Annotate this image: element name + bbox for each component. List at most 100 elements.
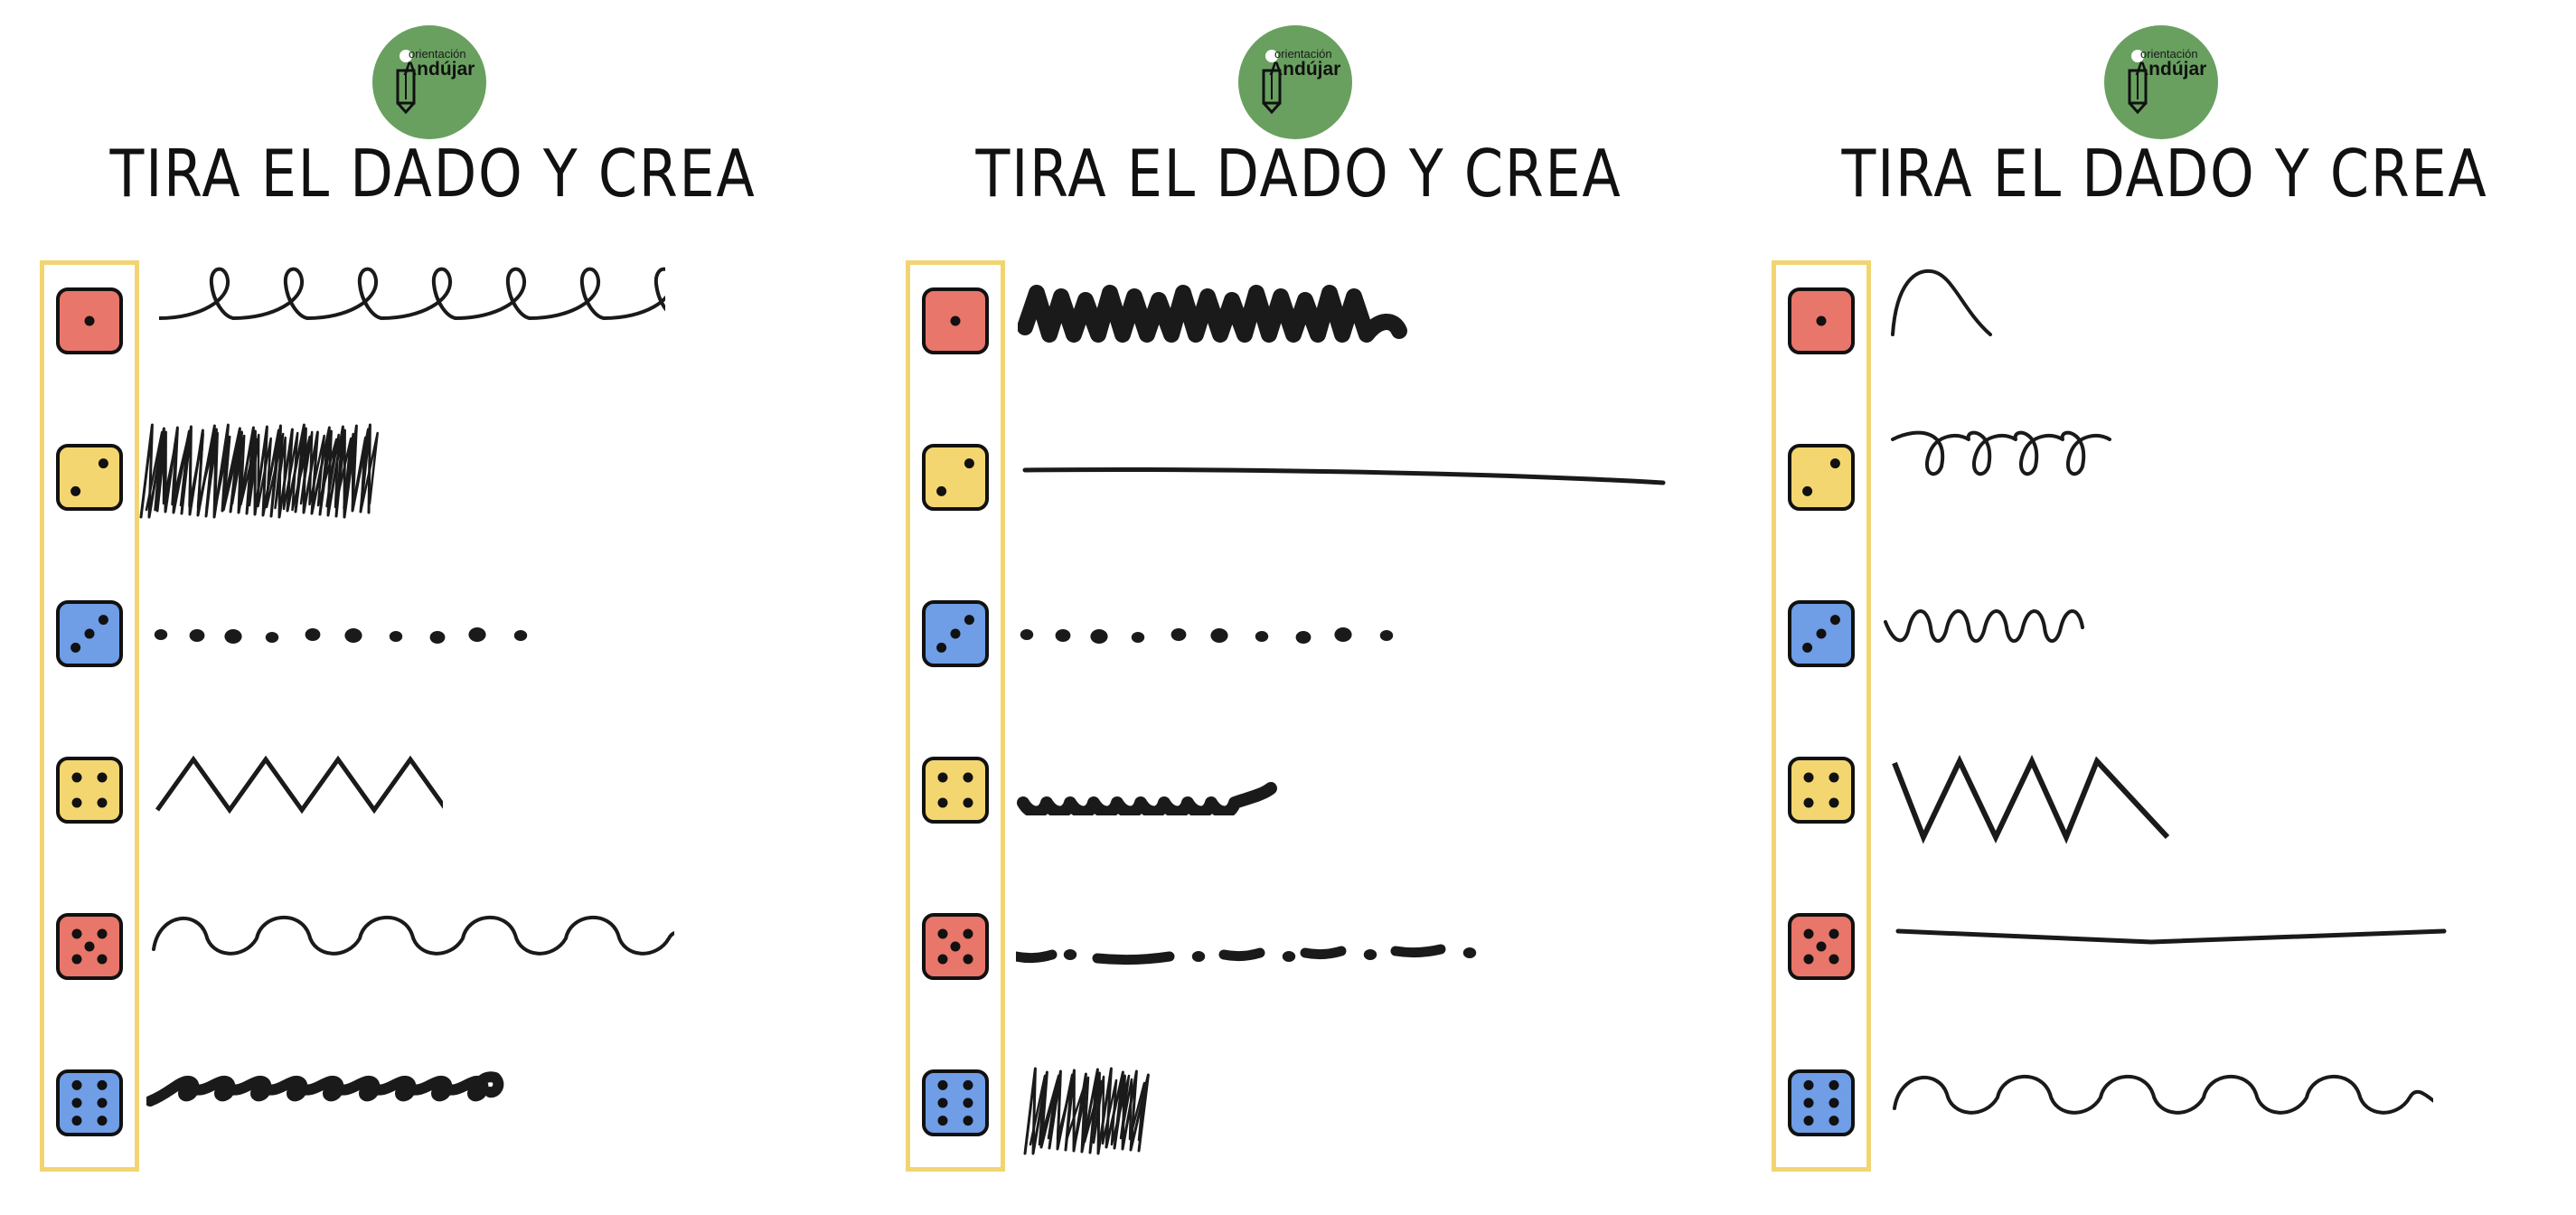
trace-pattern-big-zigzag xyxy=(1892,754,2170,844)
trace-stroke xyxy=(1895,928,2447,945)
trace-dot xyxy=(1255,631,1269,642)
trace-stroke xyxy=(159,267,665,320)
logo-main-text: Andújar xyxy=(2135,59,2207,80)
trace-pattern-dots xyxy=(154,627,528,644)
trace-dot xyxy=(265,632,279,643)
page-title: TIRA EL DADO Y CREA xyxy=(109,136,757,212)
trace-dot xyxy=(1191,951,1206,962)
trace-dot xyxy=(429,631,446,644)
die-face-6-icon xyxy=(55,1069,124,1137)
logo-top-text: orientación xyxy=(1274,47,1332,61)
trace-pattern-dots xyxy=(1020,627,1394,644)
trace-stroke xyxy=(1893,1074,2433,1115)
trace-stroke xyxy=(155,755,443,815)
trace-dot xyxy=(344,628,362,643)
trace-stroke xyxy=(145,430,379,512)
page-title: TIRA EL DADO Y CREA xyxy=(1841,136,2488,212)
die-face-3-icon xyxy=(921,599,990,668)
die-face-2-icon xyxy=(1787,443,1856,512)
die-face-4-icon xyxy=(55,756,124,824)
trace-stroke xyxy=(1390,944,1446,958)
trace-dot xyxy=(1210,628,1228,643)
trace-stroke xyxy=(1016,949,1058,964)
pencil-icon xyxy=(2128,69,2148,114)
worksheet-panel: orientación Andújar TIRA EL DADO Y CREA xyxy=(0,0,866,1215)
trace-dot xyxy=(154,629,168,640)
trace-pattern-waves xyxy=(1893,1074,2433,1115)
die-face-6-icon xyxy=(1787,1069,1856,1137)
trace-pattern-thick-zigzag xyxy=(1018,285,1407,343)
trace-stroke xyxy=(1218,947,1265,962)
trace-dot xyxy=(189,629,205,642)
trace-pattern-thick-bumps xyxy=(1017,782,1277,815)
trace-pattern-small-scribble xyxy=(1023,1067,1150,1155)
pencil-icon xyxy=(1262,69,1282,114)
trace-pattern-thick-loops xyxy=(146,1071,504,1107)
trace-pattern-scribble xyxy=(139,423,379,519)
trace-dot xyxy=(389,631,403,642)
trace-dot xyxy=(1379,630,1394,641)
die-face-3-icon xyxy=(1787,599,1856,668)
logo-top-text: orientación xyxy=(2140,47,2198,61)
trace-dot xyxy=(1282,951,1296,962)
trace-dot xyxy=(305,628,321,641)
die-face-5-icon xyxy=(1787,912,1856,981)
trace-stroke xyxy=(1017,782,1277,815)
trace-stroke xyxy=(1884,609,2084,643)
logo-top-text: orientación xyxy=(409,47,466,61)
trace-dot xyxy=(468,627,486,642)
trace-dot xyxy=(224,629,242,644)
trace-dot xyxy=(1462,947,1477,958)
orientacion-andujar-logo: orientación Andújar xyxy=(1238,25,1352,139)
die-face-2-icon xyxy=(55,443,124,512)
die-face-2-icon xyxy=(921,443,990,512)
trace-dot xyxy=(1170,628,1187,641)
trace-stroke xyxy=(1891,268,1992,336)
logo-dot xyxy=(2131,50,2144,62)
trace-dot xyxy=(1055,629,1071,642)
trace-pattern-dash-dot xyxy=(1016,944,1477,965)
trace-stroke xyxy=(1092,951,1175,965)
trace-dot xyxy=(1334,627,1352,642)
trace-dot xyxy=(1020,629,1034,640)
die-face-4-icon xyxy=(921,756,990,824)
trace-stroke xyxy=(1892,754,2170,844)
die-face-1-icon xyxy=(55,287,124,355)
trace-pattern-loops xyxy=(159,267,665,320)
die-face-4-icon xyxy=(1787,756,1856,824)
trace-stroke xyxy=(146,1071,504,1107)
die-face-1-icon xyxy=(1787,287,1856,355)
trace-pattern-short-loops xyxy=(1891,430,2111,476)
trace-stroke xyxy=(1018,285,1407,343)
trace-pattern-angled-line xyxy=(1895,928,2447,945)
trace-pattern-zigzag xyxy=(155,755,443,815)
dice-column-frame xyxy=(906,260,1005,1172)
die-face-5-icon xyxy=(921,912,990,981)
trace-stroke xyxy=(1022,467,1666,485)
pencil-icon xyxy=(396,69,416,114)
logo-main-text: Andújar xyxy=(1269,59,1341,80)
logo-main-text: Andújar xyxy=(403,59,475,80)
trace-dot xyxy=(1090,629,1108,644)
trace-stroke xyxy=(1300,946,1347,960)
page-title: TIRA EL DADO Y CREA xyxy=(975,136,1622,212)
orientacion-andujar-logo: orientación Andújar xyxy=(2104,25,2218,139)
die-face-6-icon xyxy=(921,1069,990,1137)
die-face-3-icon xyxy=(55,599,124,668)
worksheet-panel: orientación Andújar TIRA EL DADO Y CREA xyxy=(866,0,1732,1215)
trace-stroke xyxy=(152,915,674,956)
trace-dot xyxy=(1131,632,1145,643)
trace-pattern-small-waves xyxy=(1884,609,2084,643)
dice-column-frame xyxy=(40,260,139,1172)
logo-dot xyxy=(1265,50,1278,62)
trace-dot xyxy=(1063,949,1077,960)
worksheet-panel: orientación Andújar TIRA EL DADO Y CREA xyxy=(1732,0,2576,1215)
trace-pattern-waves xyxy=(152,915,674,956)
die-face-1-icon xyxy=(921,287,990,355)
trace-stroke xyxy=(1891,430,2111,476)
trace-dot xyxy=(513,630,528,641)
trace-dot xyxy=(1295,631,1312,644)
trace-stroke xyxy=(1029,1074,1146,1146)
logo-dot xyxy=(400,50,412,62)
trace-pattern-arch xyxy=(1891,268,1992,336)
